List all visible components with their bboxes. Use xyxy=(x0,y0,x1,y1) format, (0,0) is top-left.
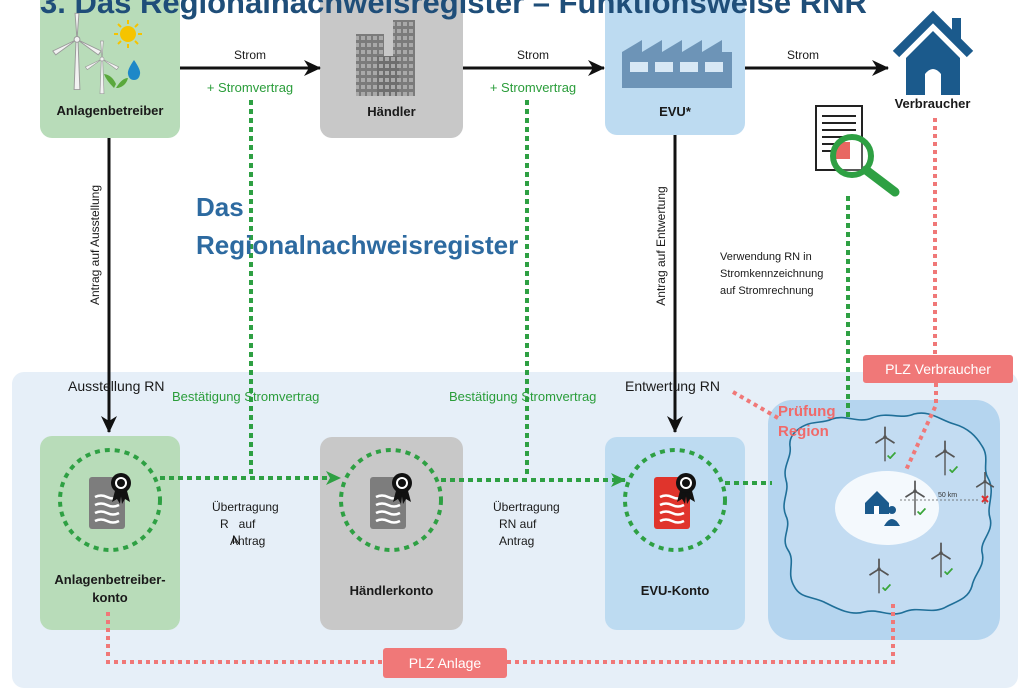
contract-confirmation-label-2: Bestätigung Stromvertrag xyxy=(449,389,597,404)
register-heading-line-1: Das xyxy=(196,192,244,222)
transfer-2-line-1: Übertragung xyxy=(493,500,560,514)
region-check-label-line-2: Region xyxy=(778,423,829,440)
transfer-1-line-3: Antrag xyxy=(230,534,266,548)
strom-label-3: Strom xyxy=(786,48,819,62)
stromvertrag-label-2: + Stromvertrag xyxy=(489,80,577,95)
account-label-haendler: Händlerkonto xyxy=(349,583,434,598)
usage-note-line-1: Verwendung RN in xyxy=(720,251,812,263)
plz-anlage-tag: PLZ Anlage xyxy=(383,648,507,678)
usage-note-line-3: auf Stromrechnung xyxy=(720,285,814,297)
transfer-1-line-2: R auf xyxy=(220,517,256,531)
plz-verbraucher-tag: PLZ Verbraucher xyxy=(863,355,1013,383)
cancellation-label: Entwertung RN xyxy=(625,378,720,394)
actor-label-evu: EVU* xyxy=(659,104,691,119)
transfer-2-line-2: RN auf xyxy=(499,517,537,531)
strom-label-2: Strom xyxy=(516,48,549,62)
actor-label-haendler: Händler xyxy=(367,104,416,119)
actor-label-verbraucher: Verbraucher xyxy=(894,96,971,111)
issuance-label: Ausstellung RN xyxy=(68,378,165,394)
stromvertrag-label-1: + Stromvertrag xyxy=(206,80,294,95)
usage-note-line-2: Stromkennzeichnung xyxy=(720,268,824,280)
transfer-1-line-1: Übertragung xyxy=(212,500,279,514)
actor-label-anlagenbetreiber: Anlagenbetreiber xyxy=(56,103,164,118)
transfer-2-line-3: Antrag xyxy=(499,534,535,548)
transfer-1-overlay-n: N xyxy=(232,533,241,547)
entwertung-request-label: Antrag auf Entwertung xyxy=(654,186,668,306)
account-label-anlagenbetreiber-line-2: konto xyxy=(92,590,128,605)
contract-confirmation-label-1: Bestätigung Stromvertrag xyxy=(172,389,320,404)
region-check-label-line-1: Prüfung xyxy=(778,403,836,420)
account-box-haendler xyxy=(320,437,463,630)
slide-title: 3. Das Regionalnachweisregister – Funkti… xyxy=(40,0,867,20)
strom-label-1: Strom xyxy=(233,48,266,62)
house-icon xyxy=(892,10,974,95)
register-heading-line-2: Regionalnachweisregister xyxy=(196,230,519,260)
account-label-anlagenbetreiber-line-1: Anlagenbetreiber- xyxy=(54,572,166,587)
document-magnifier-icon xyxy=(815,105,900,197)
account-label-evu: EVU-Konto xyxy=(640,583,710,598)
ausstellung-request-label: Antrag auf Ausstellung xyxy=(88,184,102,306)
account-box-evu xyxy=(605,437,745,630)
